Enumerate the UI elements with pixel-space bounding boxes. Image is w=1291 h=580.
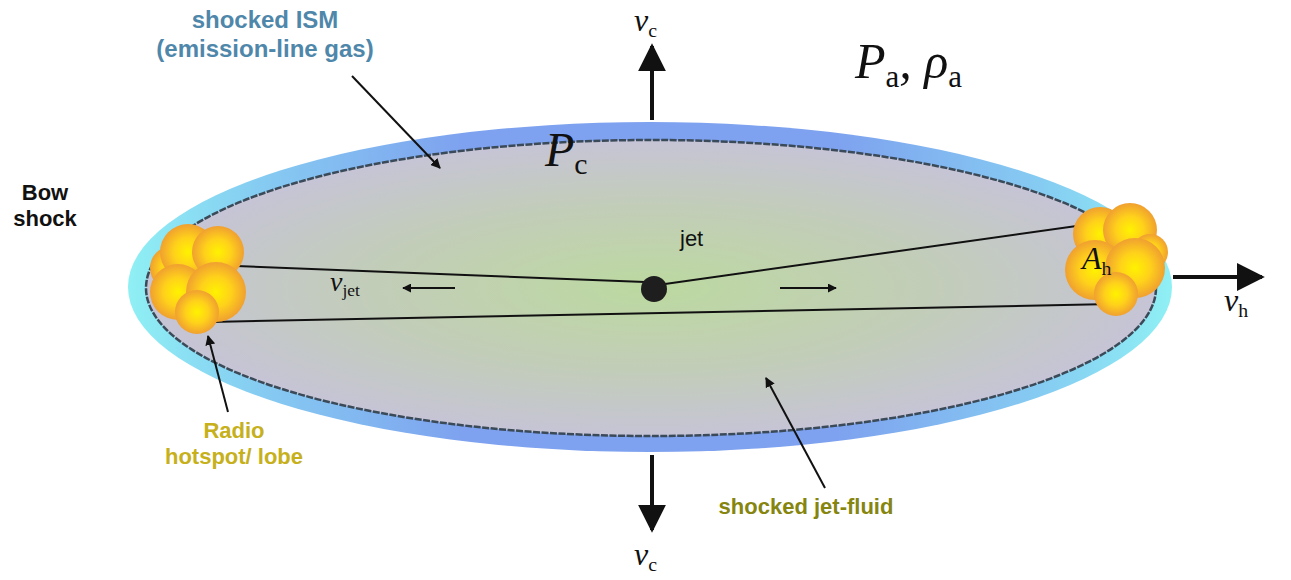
cocoon-region: PcAh bbox=[128, 122, 1172, 452]
velocity-arrows bbox=[652, 46, 1262, 530]
jet-velocity-symbol: vjet bbox=[330, 268, 360, 296]
symbol-part: A bbox=[1082, 240, 1102, 276]
velocity-symbol: vc bbox=[634, 4, 657, 36]
symbol-part: c bbox=[648, 553, 657, 575]
right-hotspot bbox=[1065, 203, 1168, 316]
leader-lines bbox=[208, 76, 825, 488]
ambient-symbol: Pa, ρa bbox=[855, 36, 962, 86]
pressure-symbol: Pc bbox=[545, 126, 588, 174]
velocity-symbol: vc bbox=[634, 538, 657, 570]
hotspot-label: Radio hotspot/ lobe bbox=[160, 418, 308, 471]
shocked-ism-label: shocked ISM (emission-line gas) bbox=[140, 6, 390, 64]
jet-label: jet bbox=[680, 226, 703, 251]
symbol-part: h bbox=[1238, 299, 1248, 321]
symbol-part: c bbox=[574, 147, 587, 180]
central-black-hole bbox=[641, 276, 667, 302]
symbol-part: v bbox=[634, 536, 648, 572]
symbol-part: h bbox=[1102, 257, 1112, 279]
jet-label: jet bbox=[680, 228, 703, 250]
jet-fluid-label: shocked jet-fluid bbox=[676, 494, 936, 520]
symbol-part: c bbox=[648, 19, 657, 41]
hotspot-region: Ah bbox=[1068, 200, 1165, 320]
symbol-part: jet bbox=[342, 281, 359, 300]
jet-lines bbox=[210, 222, 1112, 322]
shocked-jet-fluid-region bbox=[146, 140, 1156, 436]
bow-shock-label: Bow shock bbox=[2, 180, 88, 233]
bow-shock-shell bbox=[128, 122, 1172, 452]
flow-arrows bbox=[403, 287, 836, 289]
symbol-part: P bbox=[855, 33, 886, 89]
left-hotspot bbox=[150, 224, 246, 334]
symbol-part: a bbox=[948, 59, 962, 94]
area-symbol: Ah bbox=[1082, 242, 1111, 274]
symbol-part: v bbox=[330, 266, 342, 297]
symbol-part: P bbox=[545, 123, 574, 176]
symbol-part: , ρ bbox=[899, 33, 948, 89]
head-velocity-symbol: vh bbox=[1224, 284, 1248, 316]
symbol-part: a bbox=[886, 59, 900, 94]
symbol-part: v bbox=[634, 2, 648, 38]
symbol-part: v bbox=[1224, 282, 1238, 318]
